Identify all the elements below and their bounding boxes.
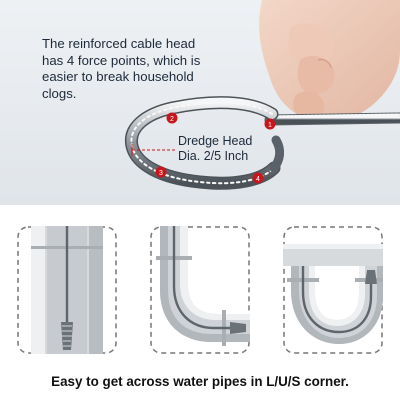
caption: Easy to get across water pipes in L/U/S … (51, 374, 349, 389)
dredge-head-title: Dredge Head (178, 134, 253, 148)
diameter-indicator (131, 144, 176, 156)
drain-coil-illustration: 2 1 3 4 (124, 0, 400, 190)
headline-text: The reinforced cable head has 4 force po… (42, 36, 201, 101)
product-photo: 2 1 3 4 The reinforced cable head has 4 … (0, 0, 400, 205)
u-pipe-panel (283, 226, 383, 354)
straight-pipe-icon (17, 226, 117, 354)
marker-number: 3 (159, 170, 163, 177)
force-point-marker: 4 (252, 172, 264, 184)
dredge-head-diameter: Dia. 2/5 Inch (178, 149, 249, 163)
dredge-head-label: Dredge Head Dia. 2/5 Inch (178, 134, 288, 164)
marker-number: 4 (256, 176, 260, 183)
cable (264, 112, 400, 126)
straight-pipe-panel (17, 226, 117, 354)
marker-number: 2 (170, 116, 174, 123)
pipe-examples (0, 226, 400, 354)
marker-number: 1 (268, 122, 272, 129)
l-pipe-panel (150, 226, 250, 354)
force-point-marker: 3 (155, 166, 167, 178)
u-pipe-icon (283, 226, 383, 354)
l-pipe-icon (150, 226, 250, 354)
force-point-marker: 2 (166, 112, 178, 124)
hand (259, 0, 400, 122)
force-point-marker: 1 (264, 118, 276, 130)
